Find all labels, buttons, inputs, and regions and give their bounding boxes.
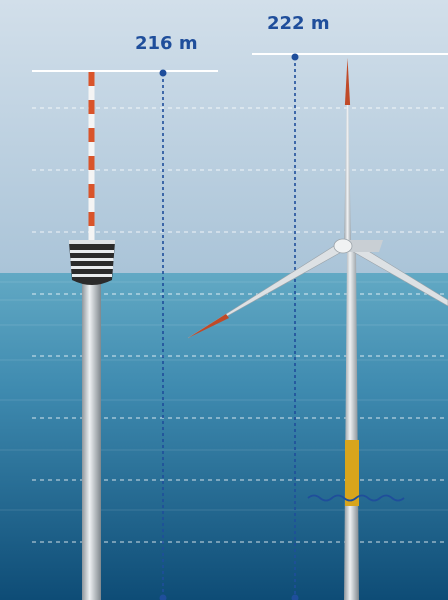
- antenna-red-stripes: [88, 72, 95, 226]
- sky: [0, 0, 448, 273]
- tower-shaft: [82, 284, 101, 600]
- turbine-marker-dot: [291, 53, 299, 61]
- tower-height-label: 216 m: [135, 33, 198, 54]
- waterline-wave-icon: [307, 494, 405, 502]
- tv-tower: [69, 72, 115, 600]
- turbine-tower: [344, 250, 359, 600]
- blade-up: [344, 58, 351, 244]
- tower-basket: [69, 242, 115, 285]
- blade-left-tip: [188, 314, 229, 338]
- turbine-height-label: 222 m: [267, 13, 330, 34]
- transition-piece: [345, 440, 359, 506]
- tower-marker-dot-bottom: [159, 594, 167, 600]
- hub: [333, 238, 353, 254]
- turbine-marker-dot-bottom: [291, 594, 299, 600]
- reference-gridlines: [32, 107, 448, 543]
- basket-rings: [70, 250, 114, 277]
- wind-turbine: [187, 58, 448, 600]
- tower-marker-dot: [159, 69, 167, 77]
- blade-up-tip: [344, 58, 351, 105]
- sea: [0, 273, 448, 600]
- sea-texture: [0, 281, 448, 511]
